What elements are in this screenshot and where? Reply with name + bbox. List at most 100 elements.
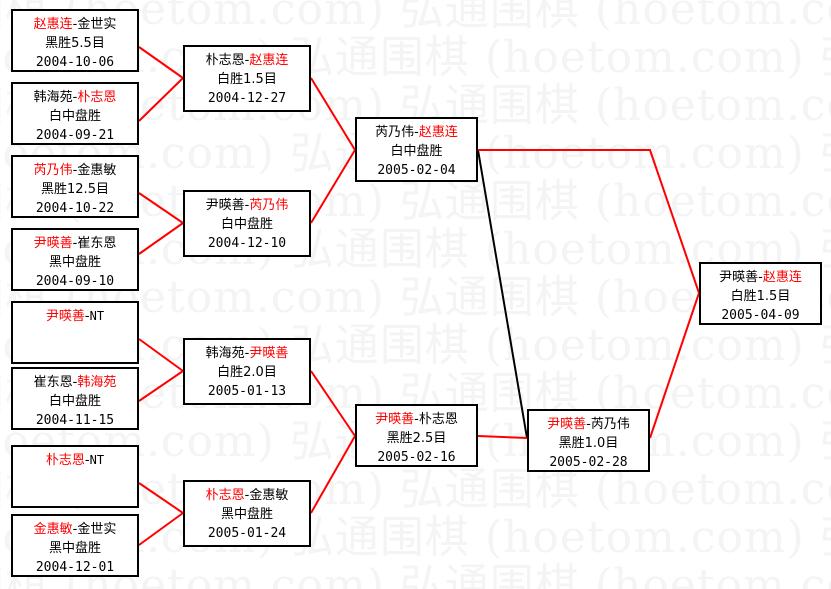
match-winner: 朴志恩 <box>45 453 85 468</box>
connector-l16 <box>649 292 700 439</box>
match-result: 白胜2.0目 <box>217 365 277 380</box>
match-loser: NT <box>89 309 105 323</box>
connector-l9 <box>310 77 356 151</box>
match-result: 白中盘胜 <box>220 217 273 232</box>
match-box-r1m8[interactable]: 金惠敏-金世实黑中盘胜 2004-12-01 <box>11 514 139 577</box>
match-winner: 尹暎善 <box>375 412 415 427</box>
match-box-r3m1[interactable]: 芮乃伟-赵惠连白中盘胜 2005-02-04 <box>355 117 478 182</box>
match-box-r4m1[interactable]: 尹暎善-芮乃伟黑胜1.0目 2005-02-28 <box>527 409 650 472</box>
match-loser: 金世实 <box>77 17 117 32</box>
connector-l10 <box>310 149 356 224</box>
match-winner: 尹暎善 <box>45 309 85 324</box>
connector-l6 <box>138 370 184 402</box>
match-loser: 金世实 <box>77 522 117 537</box>
match-separator: - <box>758 270 763 285</box>
match-separator: - <box>72 17 78 32</box>
match-box-r1m5[interactable]: 尹暎善-NT <box>11 301 139 364</box>
match-separator: - <box>244 198 250 213</box>
match-separator: - <box>244 346 250 361</box>
match-winner: 赵惠连 <box>33 17 73 32</box>
match-loser: 朴志恩 <box>418 412 458 427</box>
match-separator: - <box>244 53 250 68</box>
match-date: 2004-11-15 <box>35 413 115 428</box>
match-players: 朴志恩-NT <box>13 451 137 470</box>
match-box-r2m1[interactable]: 朴志恩-赵惠连白胜1.5目 2004-12-27 <box>183 45 311 112</box>
match-winner: 金惠敏 <box>33 522 73 537</box>
match-separator: - <box>244 488 250 503</box>
match-players: 朴志恩-金惠敏 <box>185 486 309 505</box>
match-winner: 韩海苑 <box>77 375 117 390</box>
connector-l7 <box>138 482 184 514</box>
match-date: 2005-02-16 <box>377 450 456 465</box>
match-separator: - <box>72 375 78 390</box>
match-date: 2004-12-01 <box>35 560 115 575</box>
match-box-r3m2[interactable]: 尹暎善-朴志恩黑胜2.5目 2005-02-16 <box>355 404 478 467</box>
match-date: 2004-09-10 <box>35 274 115 289</box>
match-loser: 崔东恩 <box>33 375 73 390</box>
match-result: 白胜1.5目 <box>730 289 791 304</box>
match-result: 黑中盘胜 <box>220 507 273 522</box>
match-players: 尹暎善-NT <box>13 307 137 326</box>
match-result: 白胜1.5目 <box>217 72 277 87</box>
match-winner: 芮乃伟 <box>33 163 73 178</box>
match-result: 黑胜2.5目 <box>386 431 447 446</box>
match-date: 2005-01-24 <box>207 526 287 541</box>
match-loser: 尹暎善 <box>205 198 245 213</box>
match-loser: 金惠敏 <box>77 163 117 178</box>
connector-l4 <box>138 222 184 255</box>
match-winner: 赵惠连 <box>418 125 458 140</box>
match-date: 2005-02-04 <box>377 163 456 178</box>
match-box-r2m2[interactable]: 尹暎善-芮乃伟白中盘胜 2004-12-10 <box>183 190 311 257</box>
match-loser: 韩海苑 <box>33 90 73 105</box>
match-loser: 芮乃伟 <box>590 417 630 432</box>
match-separator: - <box>72 163 78 178</box>
match-separator: - <box>72 522 78 537</box>
match-result: 白中盘胜 <box>48 394 101 409</box>
match-date: 2005-02-28 <box>549 455 628 470</box>
connector-l1 <box>138 46 184 79</box>
connector-l14 <box>477 435 528 439</box>
match-separator: - <box>84 453 90 468</box>
match-result: 黑胜1.0目 <box>558 436 619 451</box>
match-players: 赵惠连-金世实 <box>13 15 137 34</box>
match-winner: 尹暎善 <box>33 236 73 251</box>
match-players: 尹暎善-赵惠连 <box>701 268 820 287</box>
match-date: 2004-10-22 <box>35 201 115 216</box>
match-players: 尹暎善-朴志恩 <box>357 410 476 429</box>
match-date: 2004-12-27 <box>207 91 287 106</box>
match-separator: - <box>84 309 90 324</box>
match-players: 朴志恩-赵惠连 <box>185 51 309 70</box>
match-box-r1m7[interactable]: 朴志恩-NT <box>11 445 139 508</box>
match-separator: - <box>414 125 419 140</box>
match-loser: 韩海苑 <box>205 346 245 361</box>
connector-l11 <box>310 370 356 437</box>
match-winner: 尹暎善 <box>547 417 587 432</box>
match-box-r2m4[interactable]: 朴志恩-金惠敏黑中盘胜 2005-01-24 <box>183 480 311 547</box>
match-box-r1m6[interactable]: 崔东恩-韩海苑白中盘胜 2004-11-15 <box>11 367 139 430</box>
connector-l3 <box>138 192 184 224</box>
connector-l8 <box>138 512 184 546</box>
match-separator: - <box>72 236 78 251</box>
match-winner: 芮乃伟 <box>249 198 289 213</box>
connector-l12 <box>310 435 356 514</box>
match-result: 黑中盘胜 <box>48 255 101 270</box>
connector-l13 <box>477 149 528 439</box>
match-players: 芮乃伟-赵惠连 <box>357 123 476 142</box>
match-loser: 芮乃伟 <box>375 125 415 140</box>
match-date: 2005-01-13 <box>207 384 287 399</box>
match-date: 2004-12-10 <box>207 236 287 251</box>
match-result: 黑中盘胜 <box>48 541 101 556</box>
match-players: 尹暎善-芮乃伟 <box>529 415 648 434</box>
match-winner: 赵惠连 <box>249 53 289 68</box>
match-players: 芮乃伟-金惠敏 <box>13 161 137 180</box>
match-loser: 尹暎善 <box>719 270 759 285</box>
match-result: 白中盘胜 <box>390 144 443 159</box>
